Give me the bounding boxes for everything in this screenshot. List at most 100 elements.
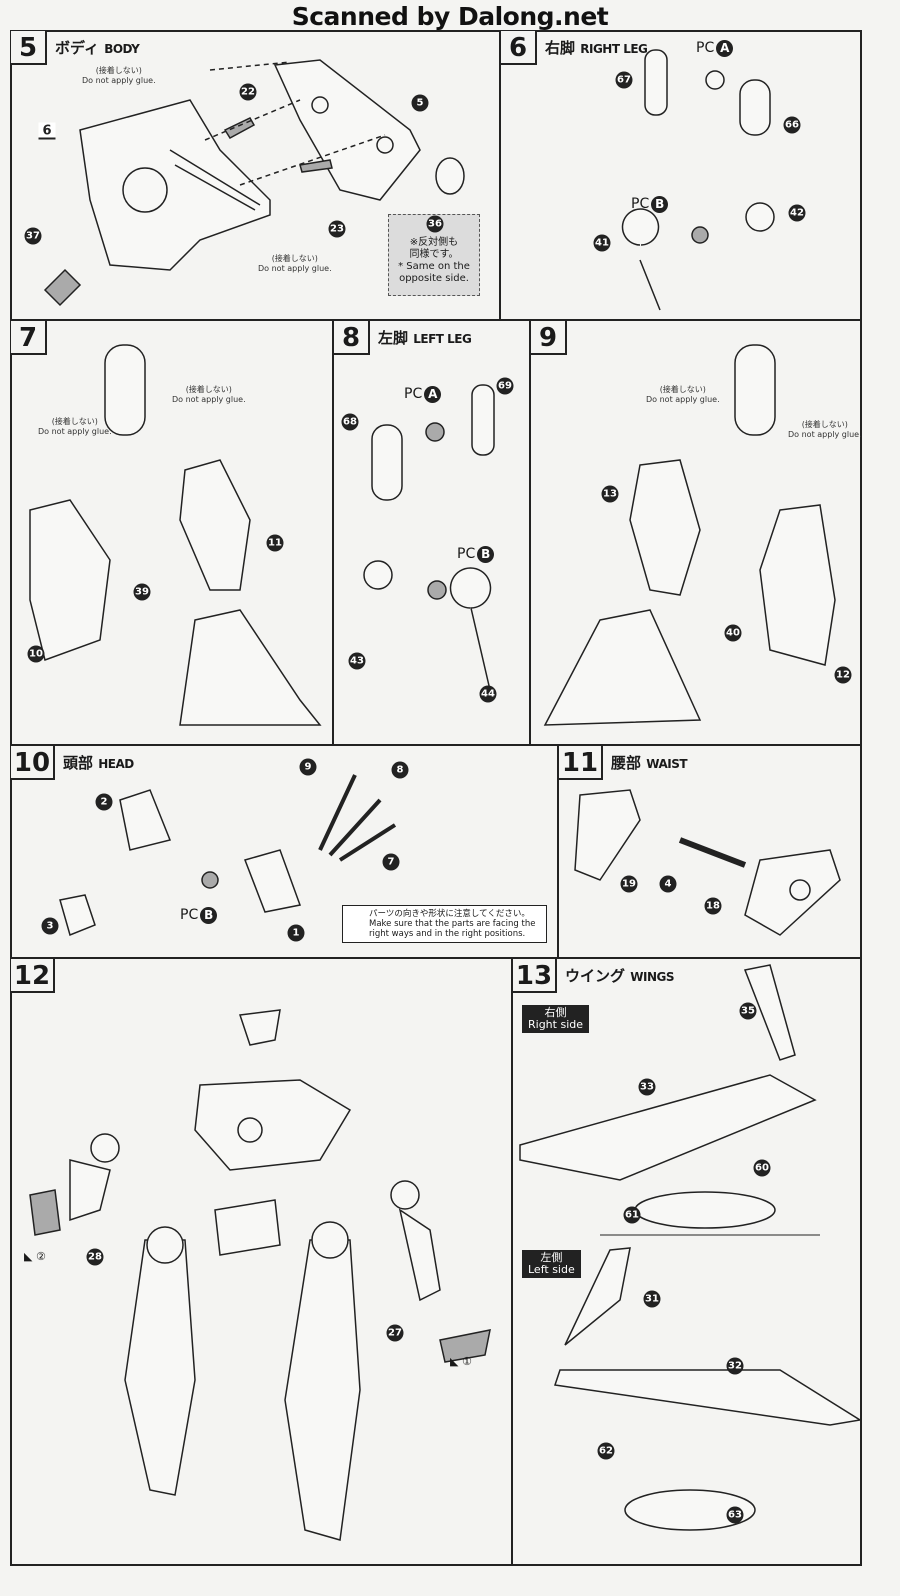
step-9-panel: 9 [530, 320, 862, 745]
glue-note: (接着しない)Do not apply glue. [788, 420, 862, 440]
part-number: 13 [601, 485, 619, 503]
part-number: 7 [382, 853, 400, 871]
pc-letter: B [651, 196, 669, 213]
part-number: 68 [341, 413, 359, 431]
part-number: 44 [479, 685, 497, 703]
title-en: RIGHT LEG [580, 42, 648, 56]
step-number: 7 [11, 321, 47, 355]
part-number: 1 [287, 924, 305, 942]
glue-note: (接着しない)Do not apply glue. [258, 254, 332, 274]
part-number: 42 [788, 204, 806, 222]
sticker-mark: ◣ ② [24, 1250, 46, 1263]
part-number: 35 [739, 1002, 757, 1020]
part-number: 61 [623, 1206, 641, 1224]
note-jp: (接着しない) [801, 420, 848, 429]
orientation-warning: パーツの向きや形状に注意してください。Make sure that the pa… [342, 905, 547, 943]
leg-armor-step7-drawing [29, 344, 322, 726]
part-number: 18 [704, 897, 722, 915]
step-8-panel: 8 左脚 LEFT LEG [333, 320, 530, 745]
part-number: 43 [348, 652, 366, 670]
note-en: Do not apply glue. [258, 264, 332, 273]
pc-text: PC [631, 196, 650, 212]
pc-text: PC [404, 386, 423, 402]
part-number: 69 [496, 377, 514, 395]
note-jp: (接着しない) [95, 66, 142, 75]
pc-text: PC [457, 546, 476, 562]
note-en: Do not apply glue. [788, 430, 862, 439]
note-jp: (接着しない) [51, 417, 98, 426]
step-title: 頭部 HEAD [63, 752, 134, 773]
note-en: opposite side. [399, 273, 469, 284]
step-12-panel: 12 [10, 958, 512, 1566]
part-number: 9 [299, 758, 317, 776]
part-number: 37 [24, 227, 42, 245]
title-en: BODY [104, 42, 140, 56]
part-number: 27 [386, 1324, 404, 1342]
pc-letter: B [477, 546, 495, 563]
pc-text: PC [180, 907, 199, 923]
glue-note: (接着しない)Do not apply glue. [172, 385, 246, 405]
step-title: ボディ BODY [55, 37, 140, 58]
part-number: 67 [615, 71, 633, 89]
part-number: 32 [726, 1357, 744, 1375]
title-jp: 左脚 [378, 329, 409, 347]
note-jp: (接着しない) [185, 385, 232, 394]
part-number: 66 [783, 116, 801, 134]
part-number: 36 [426, 215, 444, 233]
step-title: 腰部 WAIST [611, 752, 688, 773]
side-jp: 左側 [540, 1251, 563, 1264]
note-en: Do not apply glue. [646, 395, 720, 404]
full-assembly-drawing [29, 1009, 491, 1541]
part-number: 41 [593, 234, 611, 252]
title-en: WAIST [646, 757, 688, 771]
warning-en: Make sure that the parts are facing the … [369, 919, 536, 939]
glue-note: (接着しない)Do not apply glue. [38, 417, 112, 437]
pc-letter: B [200, 907, 218, 924]
step-number: 5 [11, 31, 47, 65]
part-number: 31 [643, 1290, 661, 1308]
title-jp: 頭部 [63, 754, 94, 772]
title-en: LEFT LEG [413, 332, 472, 346]
title-jp: 右脚 [545, 39, 576, 57]
step-number: 11 [559, 746, 603, 780]
part-number: 5 [411, 94, 429, 112]
note-jp: (接着しない) [271, 254, 318, 263]
part-number: 11 [266, 534, 284, 552]
body-front-part-drawing [79, 99, 271, 271]
note-jp: (接着しない) [659, 385, 706, 394]
part-number: 6 [38, 122, 56, 140]
part-number: 40 [724, 624, 742, 642]
step-5-panel: 5 ボディ BODY [10, 30, 500, 320]
step-title: 左脚 LEFT LEG [378, 327, 472, 348]
side-en: Right side [528, 1018, 583, 1031]
part-number: 33 [638, 1078, 656, 1096]
title-jp: ボディ [55, 39, 99, 57]
head-drawing [59, 774, 397, 937]
title-en: HEAD [98, 757, 134, 771]
mark-number: ① [461, 1355, 472, 1368]
pc-text: PC [696, 40, 715, 56]
step-10-panel: 10 頭部 HEAD [10, 745, 558, 958]
mark-number: ② [35, 1250, 46, 1263]
part-number: 60 [753, 1159, 771, 1177]
note-jp: 同様です。 [409, 249, 459, 260]
note-en: Do not apply glue. [172, 395, 246, 404]
leg-armor-step9-drawing [543, 344, 836, 726]
step-13-panel: 13 ウイング WINGS [512, 958, 862, 1566]
step-7-panel: 7 [10, 320, 333, 745]
part-number: 4 [659, 875, 677, 893]
part-number: 63 [726, 1506, 744, 1524]
part-number: 10 [27, 645, 45, 663]
part-number: 62 [597, 1442, 615, 1460]
note-en: * Same on the [398, 261, 470, 272]
part-number: 3 [41, 917, 59, 935]
part-number: 8 [391, 761, 409, 779]
wings-drawing [519, 964, 863, 1531]
step-number: 6 [501, 31, 537, 65]
connector-parts-drawing [43, 117, 465, 307]
watermark: Scanned by Dalong.net [291, 2, 609, 31]
step-number: 12 [11, 959, 55, 993]
title-en: WINGS [630, 970, 674, 984]
